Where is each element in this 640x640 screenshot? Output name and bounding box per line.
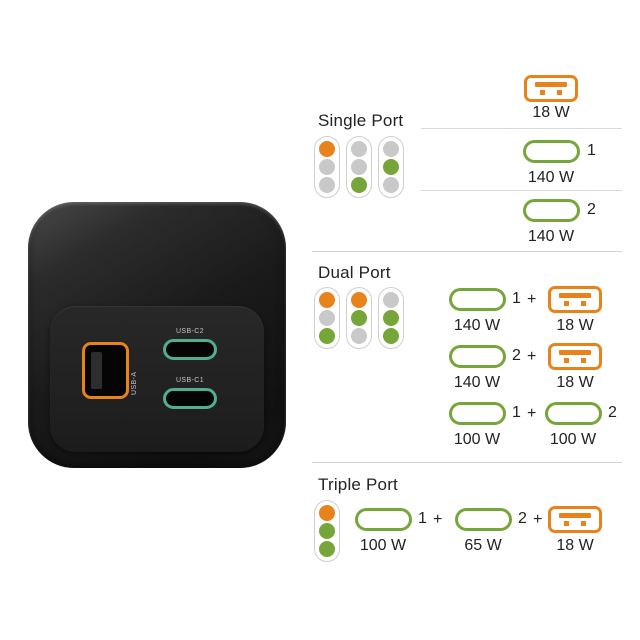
usb-c-icon bbox=[449, 402, 506, 425]
usb-c-icon bbox=[523, 199, 580, 222]
usb-a-icon-pin bbox=[557, 90, 562, 95]
state-dot-usb-c1 bbox=[319, 541, 335, 557]
usb-c-icon bbox=[523, 140, 580, 163]
usb-c-icon bbox=[449, 288, 506, 311]
row-divider bbox=[421, 190, 622, 191]
usb-c-icon bbox=[449, 345, 506, 368]
port-number: 1 bbox=[587, 142, 596, 159]
port-number: 2 bbox=[608, 404, 617, 421]
usb-a-icon-pin bbox=[581, 521, 586, 526]
state-dot-usb-c2 bbox=[319, 159, 335, 175]
usb-a-icon-tongue bbox=[559, 513, 591, 518]
state-dot-usb-c1 bbox=[351, 177, 367, 193]
port-number: 1 bbox=[512, 290, 521, 307]
state-dot-usb-a bbox=[351, 292, 367, 308]
port-state-pill bbox=[378, 136, 404, 198]
state-dot-usb-a bbox=[319, 292, 335, 308]
usb-a-icon-pin bbox=[581, 358, 586, 363]
usb-a-icon bbox=[548, 343, 602, 370]
state-dot-usb-c2 bbox=[319, 523, 335, 539]
state-dot-usb-c1 bbox=[319, 177, 335, 193]
device-usb-a-port bbox=[82, 342, 129, 399]
section-divider bbox=[312, 251, 622, 252]
state-dot-usb-a bbox=[319, 141, 335, 157]
state-dot-usb-c2 bbox=[383, 159, 399, 175]
state-dot-usb-c1 bbox=[383, 328, 399, 344]
port-number: 2 bbox=[518, 510, 527, 527]
section-title-triple-port: Triple Port bbox=[318, 475, 398, 494]
wattage-label: 18 W bbox=[556, 317, 594, 334]
wattage-label: 140 W bbox=[527, 169, 575, 186]
state-dot-usb-c2 bbox=[351, 310, 367, 326]
plus-sign: + bbox=[527, 291, 537, 308]
usb-a-icon-pin bbox=[581, 301, 586, 306]
wattage-label: 65 W bbox=[464, 537, 502, 554]
usb-a-icon bbox=[524, 75, 578, 102]
plus-sign: + bbox=[433, 511, 443, 528]
state-dot-usb-c2 bbox=[319, 310, 335, 326]
usb-c-icon bbox=[545, 402, 602, 425]
port-number: 2 bbox=[512, 347, 521, 364]
state-dot-usb-a bbox=[383, 141, 399, 157]
port-state-pill bbox=[314, 287, 340, 349]
device-usb-c2-port-label: USB-C2 bbox=[175, 328, 205, 335]
usb-a-icon-pin bbox=[564, 301, 569, 306]
state-dot-usb-c1 bbox=[319, 328, 335, 344]
state-dot-usb-a bbox=[383, 292, 399, 308]
state-dot-usb-c2 bbox=[383, 310, 399, 326]
plus-sign: + bbox=[527, 405, 537, 422]
usb-c-icon bbox=[355, 508, 412, 531]
section-title-dual-port: Dual Port bbox=[318, 263, 391, 282]
port-state-pill bbox=[314, 136, 340, 198]
port-state-pill bbox=[378, 287, 404, 349]
device-usb-c1-port-label: USB-C1 bbox=[175, 377, 205, 384]
port-state-pill bbox=[346, 287, 372, 349]
wattage-label: 100 W bbox=[359, 537, 407, 554]
state-dot-usb-c1 bbox=[351, 328, 367, 344]
wattage-label: 18 W bbox=[556, 537, 594, 554]
device-usb-a-port-tongue bbox=[91, 352, 102, 389]
state-dot-usb-a bbox=[319, 505, 335, 521]
state-dot-usb-c2 bbox=[351, 159, 367, 175]
usb-a-icon-tongue bbox=[535, 82, 567, 87]
wattage-label: 140 W bbox=[527, 228, 575, 245]
port-number: 2 bbox=[587, 201, 596, 218]
usb-a-icon bbox=[548, 506, 602, 533]
port-number: 1 bbox=[512, 404, 521, 421]
row-divider bbox=[421, 128, 622, 129]
wattage-label: 18 W bbox=[556, 374, 594, 391]
wattage-label: 100 W bbox=[549, 431, 597, 448]
usb-a-icon-tongue bbox=[559, 350, 591, 355]
port-state-pill bbox=[346, 136, 372, 198]
wattage-label: 140 W bbox=[453, 374, 501, 391]
device-usb-c2-port bbox=[163, 339, 217, 360]
section-title-single-port: Single Port bbox=[318, 111, 404, 130]
wattage-label: 140 W bbox=[453, 317, 501, 334]
wattage-label: 100 W bbox=[453, 431, 501, 448]
usb-a-icon-pin bbox=[564, 521, 569, 526]
usb-a-icon bbox=[548, 286, 602, 313]
section-divider bbox=[312, 462, 622, 463]
usb-a-icon-pin bbox=[564, 358, 569, 363]
device-usb-c1-port bbox=[163, 388, 217, 409]
port-number: 1 bbox=[418, 510, 427, 527]
plus-sign: + bbox=[533, 511, 543, 528]
state-dot-usb-c1 bbox=[383, 177, 399, 193]
usb-c-icon bbox=[455, 508, 512, 531]
device-usb-a-port-label: USB-A bbox=[131, 371, 138, 395]
plus-sign: + bbox=[527, 348, 537, 365]
state-dot-usb-a bbox=[351, 141, 367, 157]
usb-a-icon-tongue bbox=[559, 293, 591, 298]
port-state-pill bbox=[314, 500, 340, 562]
wattage-label: 18 W bbox=[532, 104, 570, 121]
usb-a-icon-pin bbox=[540, 90, 545, 95]
